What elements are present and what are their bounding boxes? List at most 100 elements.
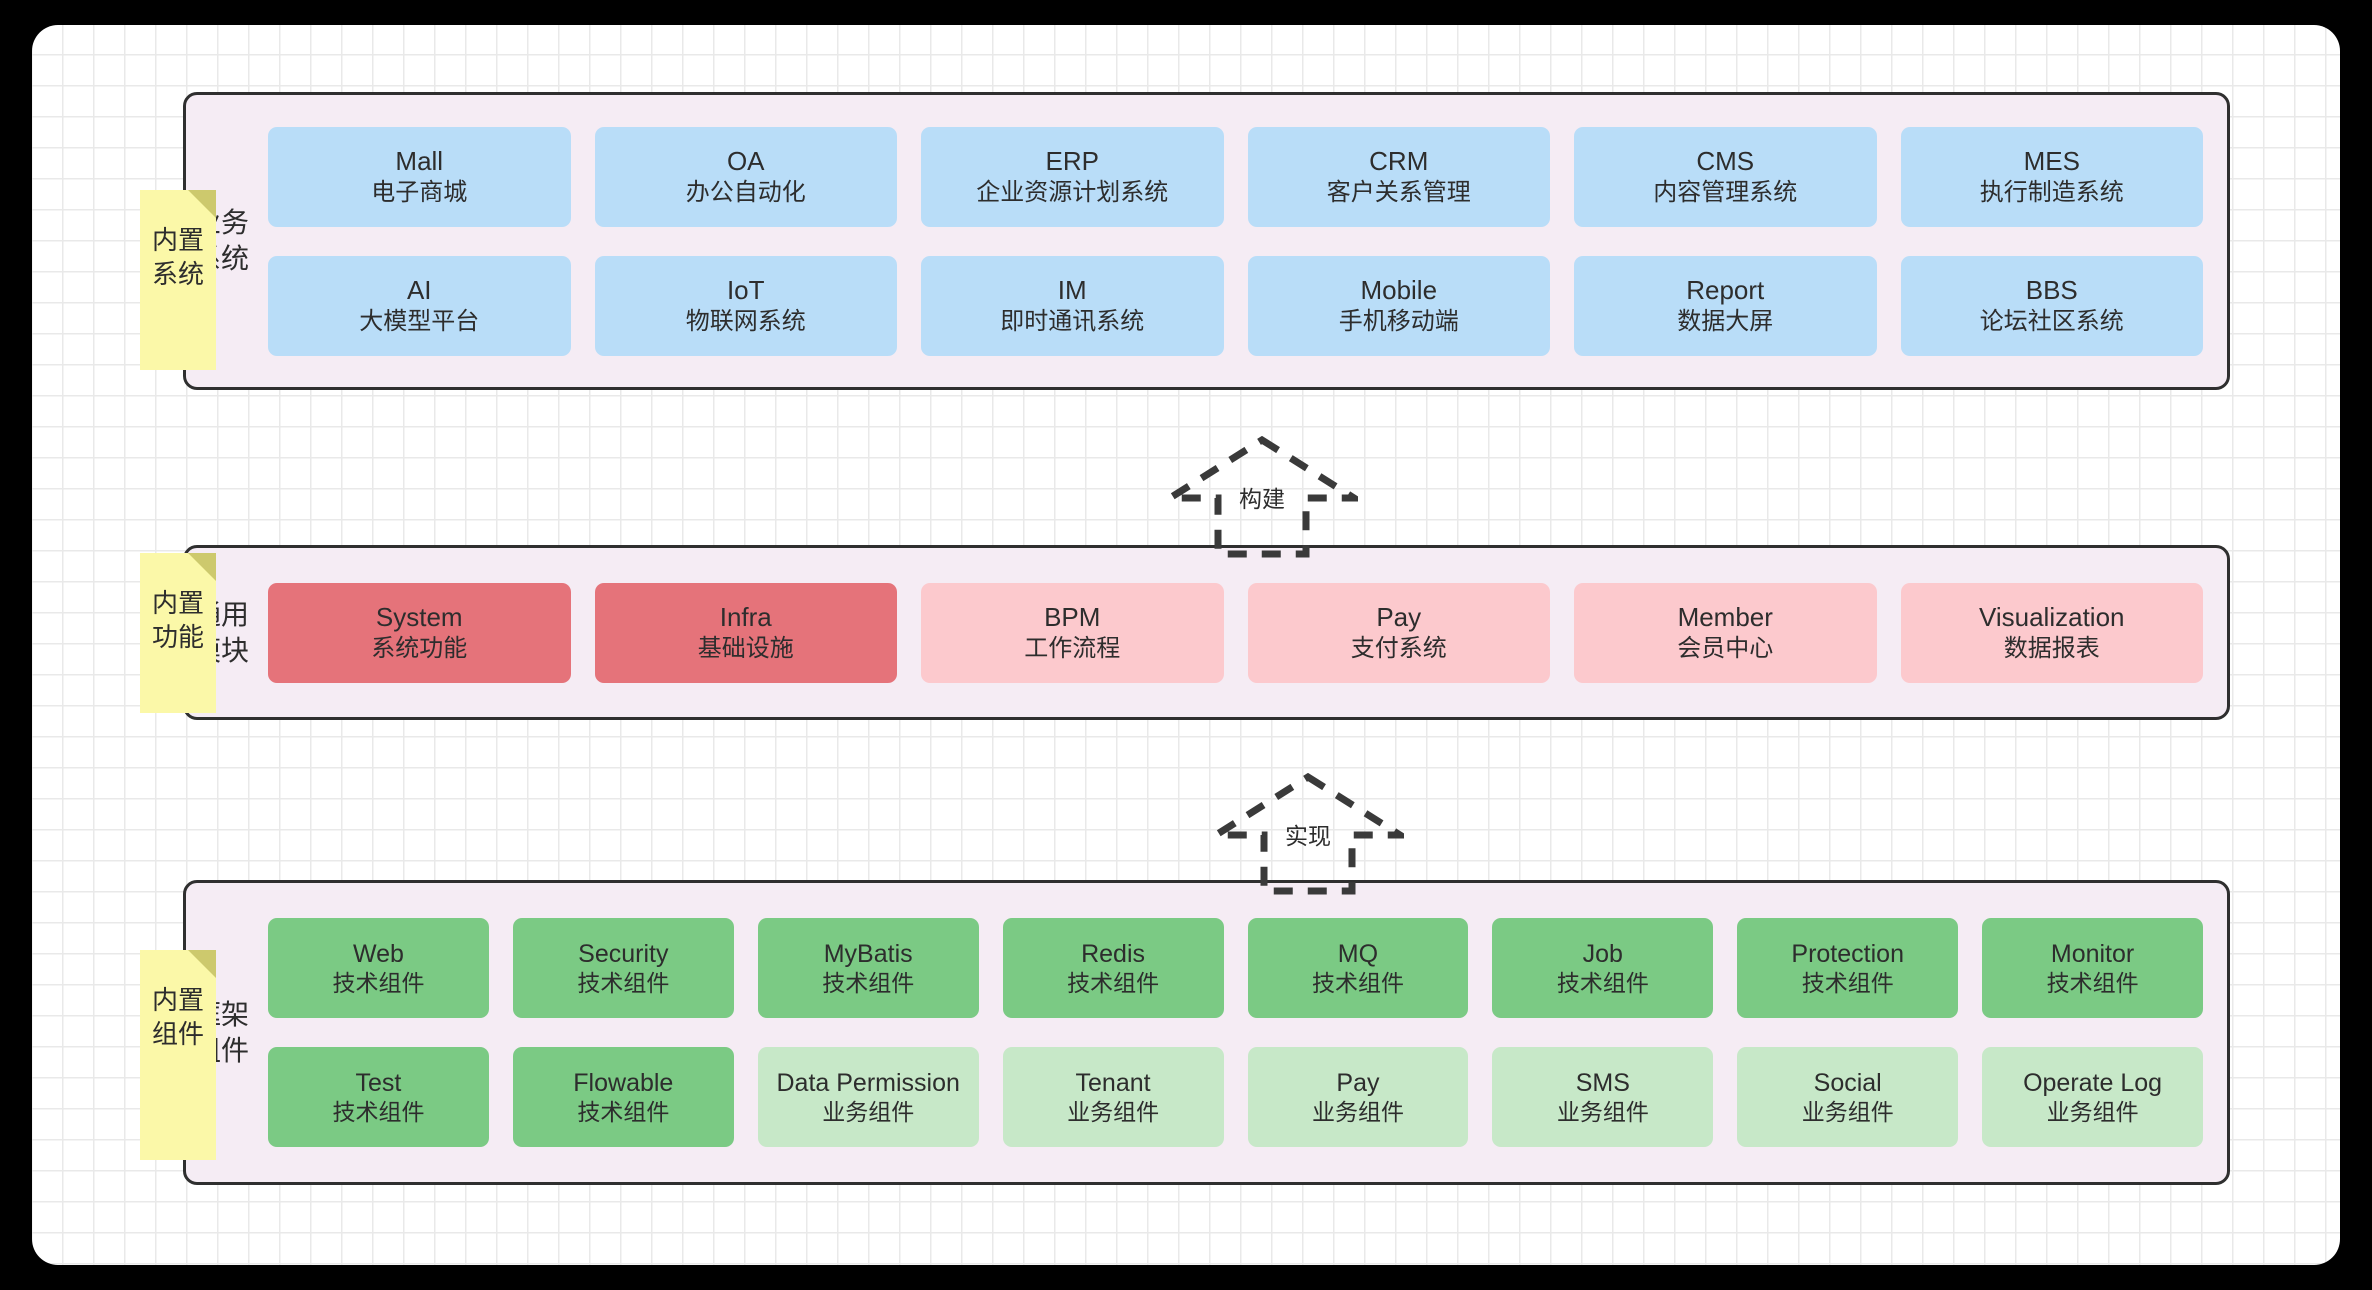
box-erp[interactable]: ERP 企业资源计划系统 bbox=[921, 126, 1224, 227]
box-title: Web bbox=[352, 939, 404, 968]
box-title: Monitor bbox=[2050, 939, 2135, 968]
box-subtitle: 业务组件 bbox=[822, 1099, 915, 1126]
box-subtitle: 数据大屏 bbox=[1677, 307, 1774, 335]
box-mes[interactable]: MES 执行制造系统 bbox=[1900, 126, 2203, 227]
box-subtitle: 业务组件 bbox=[1067, 1099, 1160, 1126]
box-title: MES bbox=[2023, 146, 2080, 176]
arrow-label: 构建 bbox=[1239, 486, 1285, 512]
box-title: IM bbox=[1057, 275, 1087, 305]
box-protection[interactable]: Protection 技术组件 bbox=[1737, 918, 1959, 1018]
box-title: BBS bbox=[2025, 275, 2078, 305]
box-title: Redis bbox=[1081, 939, 1146, 968]
box-subtitle: 技术组件 bbox=[1556, 970, 1649, 997]
box-subtitle: 手机移动端 bbox=[1338, 307, 1459, 335]
panel-common-modules: 通用模块 System 系统功能 Infra 基础设施 BPM 工作流程 Pay… bbox=[183, 545, 2230, 720]
box-iot[interactable]: IoT 物联网系统 bbox=[594, 255, 897, 356]
arrow-outline bbox=[1166, 436, 1358, 558]
sticky-note-builtin-features[interactable]: 内置功能 bbox=[140, 553, 216, 713]
box-subtitle: 技术组件 bbox=[332, 970, 425, 997]
box-subtitle: 工作流程 bbox=[1024, 634, 1121, 662]
box-title: SMS bbox=[1575, 1068, 1630, 1097]
box-redis[interactable]: Redis 技术组件 bbox=[1002, 918, 1224, 1018]
box-title: IoT bbox=[726, 275, 765, 305]
box-title: Infra bbox=[719, 602, 772, 632]
box-crm[interactable]: CRM 客户关系管理 bbox=[1247, 126, 1550, 227]
box-bpm[interactable]: BPM 工作流程 bbox=[921, 582, 1224, 683]
box-subtitle: 内容管理系统 bbox=[1653, 178, 1798, 206]
box-title: MyBatis bbox=[823, 939, 913, 968]
sticky-note-builtin-systems[interactable]: 内置系统 bbox=[140, 190, 216, 370]
box-cms[interactable]: CMS 内容管理系统 bbox=[1574, 126, 1877, 227]
box-test[interactable]: Test 技术组件 bbox=[268, 1047, 489, 1147]
box-subtitle: 办公自动化 bbox=[685, 178, 806, 206]
grid-common-modules: System 系统功能 Infra 基础设施 BPM 工作流程 Pay 支付系统… bbox=[250, 548, 2227, 717]
box-title: Job bbox=[1582, 939, 1623, 968]
box-title: Test bbox=[355, 1068, 402, 1097]
box-title: Security bbox=[578, 939, 669, 968]
box-subtitle: 会员中心 bbox=[1677, 634, 1774, 662]
box-operate-log[interactable]: Operate Log 业务组件 bbox=[1982, 1047, 2203, 1147]
box-title: OA bbox=[726, 146, 765, 176]
box-subtitle: 论坛社区系统 bbox=[1979, 307, 2124, 335]
box-infra[interactable]: Infra 基础设施 bbox=[594, 582, 897, 683]
box-mobile[interactable]: Mobile 手机移动端 bbox=[1247, 255, 1550, 356]
box-title: Pay bbox=[1376, 602, 1422, 632]
box-oa[interactable]: OA 办公自动化 bbox=[594, 126, 897, 227]
box-subtitle: 物联网系统 bbox=[685, 307, 806, 335]
box-title: ERP bbox=[1045, 146, 1099, 176]
box-title: Mall bbox=[395, 146, 444, 176]
box-title: Mobile bbox=[1360, 275, 1438, 305]
sticky-fold-icon bbox=[188, 553, 216, 581]
box-monitor[interactable]: Monitor 技术组件 bbox=[1982, 918, 2203, 1018]
box-title: Pay bbox=[1336, 1068, 1380, 1097]
grid-business-systems: Mall 电子商城 OA 办公自动化 ERP 企业资源计划系统 CRM 客户关系… bbox=[250, 95, 2227, 387]
sticky-note-label: 内置组件 bbox=[151, 985, 204, 1049]
grid-framework-components: Web 技术组件 Security 技术组件 MyBatis 技术组件 Redi… bbox=[250, 883, 2227, 1182]
box-system[interactable]: System 系统功能 bbox=[268, 582, 571, 683]
box-im[interactable]: IM 即时通讯系统 bbox=[921, 255, 1224, 356]
box-member[interactable]: Member 会员中心 bbox=[1574, 582, 1877, 683]
box-job[interactable]: Job 技术组件 bbox=[1492, 918, 1714, 1018]
box-bbs[interactable]: BBS 论坛社区系统 bbox=[1900, 255, 2203, 356]
box-title: Report bbox=[1686, 275, 1765, 305]
sticky-note-builtin-components[interactable]: 内置组件 bbox=[140, 950, 216, 1160]
box-mall[interactable]: Mall 电子商城 bbox=[268, 126, 571, 227]
box-visualization[interactable]: Visualization 数据报表 bbox=[1900, 582, 2203, 683]
box-tenant[interactable]: Tenant 业务组件 bbox=[1002, 1047, 1224, 1147]
box-title: BPM bbox=[1044, 602, 1101, 632]
box-security[interactable]: Security 技术组件 bbox=[512, 918, 734, 1018]
arrow-label: 实现 bbox=[1285, 823, 1331, 849]
box-subtitle: 客户关系管理 bbox=[1326, 178, 1471, 206]
box-mybatis[interactable]: MyBatis 技术组件 bbox=[757, 918, 979, 1018]
box-subtitle: 数据报表 bbox=[2003, 634, 2100, 662]
arrow-realize: 实现 bbox=[1212, 773, 1404, 895]
box-title: Social bbox=[1813, 1068, 1882, 1097]
box-subtitle: 即时通讯系统 bbox=[1000, 307, 1145, 335]
box-title: MQ bbox=[1337, 939, 1379, 968]
box-subtitle: 技术组件 bbox=[822, 970, 915, 997]
box-ai[interactable]: AI 大模型平台 bbox=[268, 255, 571, 356]
box-pay-module[interactable]: Pay 支付系统 bbox=[1247, 582, 1550, 683]
box-sms[interactable]: SMS 业务组件 bbox=[1492, 1047, 1714, 1147]
box-report[interactable]: Report 数据大屏 bbox=[1574, 255, 1877, 356]
box-pay-component[interactable]: Pay 业务组件 bbox=[1247, 1047, 1469, 1147]
box-mq[interactable]: MQ 技术组件 bbox=[1247, 918, 1469, 1018]
box-data-permission[interactable]: Data Permission 业务组件 bbox=[757, 1047, 979, 1147]
box-title: Flowable bbox=[573, 1068, 674, 1097]
box-subtitle: 技术组件 bbox=[332, 1099, 425, 1126]
box-title: CRM bbox=[1369, 146, 1429, 176]
diagram-canvas: 内置系统 业务系统 Mall 电子商城 OA 办公自动化 ERP 企业资源计划系… bbox=[32, 25, 2340, 1265]
box-subtitle: 电子商城 bbox=[371, 178, 468, 206]
box-title: System bbox=[375, 602, 463, 632]
box-subtitle: 执行制造系统 bbox=[1979, 178, 2124, 206]
box-title: Tenant bbox=[1075, 1068, 1151, 1097]
box-social[interactable]: Social 业务组件 bbox=[1737, 1047, 1959, 1147]
box-flowable[interactable]: Flowable 技术组件 bbox=[512, 1047, 734, 1147]
panel-business-systems: 业务系统 Mall 电子商城 OA 办公自动化 ERP 企业资源计划系统 CRM… bbox=[183, 92, 2230, 390]
box-title: Protection bbox=[1791, 939, 1904, 968]
box-web[interactable]: Web 技术组件 bbox=[268, 918, 489, 1018]
box-subtitle: 系统功能 bbox=[371, 634, 468, 662]
sticky-note-label: 内置功能 bbox=[151, 588, 204, 652]
sticky-note-label: 内置系统 bbox=[151, 225, 204, 289]
box-subtitle: 业务组件 bbox=[1311, 1099, 1404, 1126]
